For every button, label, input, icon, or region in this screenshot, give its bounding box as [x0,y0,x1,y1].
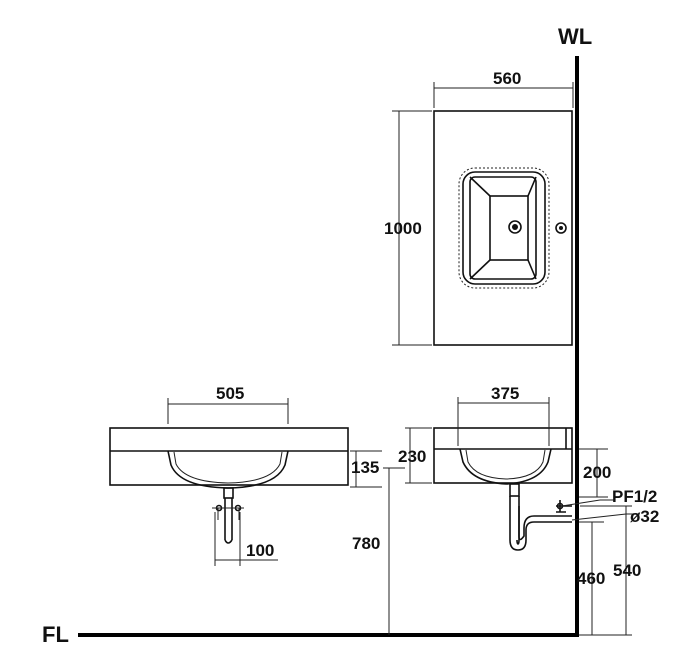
counter-top-outline [433,110,573,346]
side-bowl [459,448,552,485]
front-bowl [167,450,289,489]
top-view [392,82,574,346]
wall-line-label: WL [558,24,592,49]
tap-hole [555,222,567,234]
front-drain-stem [223,487,234,499]
front-view [109,398,382,566]
bowl-floor [489,195,529,261]
front-bowl-depth-label: 135 [351,458,379,477]
side-counter [433,427,573,484]
drain-below-label: 200 [583,463,611,482]
front-counter [109,427,349,486]
top-depth-label: 1000 [384,219,422,238]
front-drain-spacing-label: 100 [246,541,274,560]
side-drain-stem [509,483,520,497]
side-counter-height-label: 230 [398,447,426,466]
top-width-label: 560 [493,69,521,88]
side-p-trap [509,496,572,551]
bowl-outer-rim [458,167,550,289]
drain-thread-label: PF1/2 [612,487,657,506]
front-width-label: 505 [216,384,244,403]
floor-line-label: FL [42,622,69,647]
bowl-basin [469,176,537,280]
bowl-rim [462,171,546,285]
floor-to-top-label: 780 [352,534,380,553]
supply-height-label: 540 [613,561,641,580]
side-view [383,397,640,636]
drain-outlet [508,220,522,234]
trap-height-label: 460 [577,569,605,588]
pipe-diameter-label: ø32 [630,507,659,526]
side-bowl-width-label: 375 [491,384,519,403]
